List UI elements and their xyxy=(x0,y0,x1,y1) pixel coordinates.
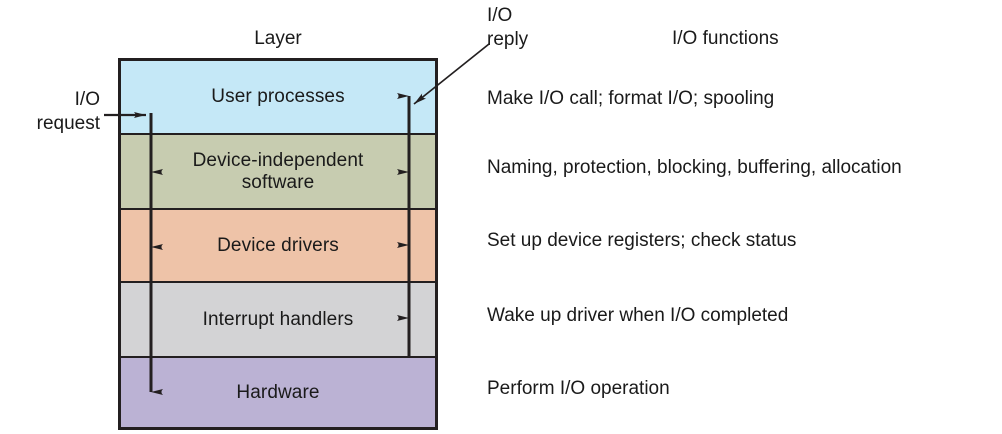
layer-column-header: Layer xyxy=(254,28,302,49)
layer-label-user-processes: User processes xyxy=(211,86,345,108)
io-request-label-line2: request xyxy=(36,112,100,134)
layer-label-device-independent-software: Device-independent software xyxy=(193,150,364,194)
io-function-interrupt-handlers: Wake up driver when I/O completed xyxy=(487,305,789,326)
layer-box-device-drivers: Device drivers xyxy=(121,208,435,281)
layer-label-hardware: Hardware xyxy=(236,381,320,403)
layer-stack: User processes Device-independent softwa… xyxy=(118,58,438,430)
io-functions-column-header: I/O functions xyxy=(672,28,779,49)
io-function-user-processes: Make I/O call; format I/O; spooling xyxy=(487,88,775,109)
layer-box-user-processes: User processes xyxy=(121,61,435,133)
io-request-label-line1: I/O xyxy=(74,89,100,110)
io-request-label: I/O request xyxy=(8,88,100,136)
layer-box-hardware: Hardware xyxy=(121,356,435,427)
io-reply-label-line1: I/O xyxy=(487,5,513,26)
io-function-device-drivers: Set up device registers; check status xyxy=(487,230,797,251)
layer-label-interrupt-handlers: Interrupt handlers xyxy=(202,308,354,330)
layer-label-line2: software xyxy=(241,171,315,193)
io-function-hardware: Perform I/O operation xyxy=(487,378,670,399)
layer-label-device-drivers: Device drivers xyxy=(217,234,339,256)
io-reply-label: I/O reply xyxy=(487,4,528,52)
layer-box-interrupt-handlers: Interrupt handlers xyxy=(121,281,435,356)
io-function-device-independent-software: Naming, protection, blocking, buffering,… xyxy=(487,157,902,178)
io-reply-label-line2: reply xyxy=(487,28,529,50)
layer-box-device-independent-software: Device-independent software xyxy=(121,133,435,208)
layer-label-line1: Device-independent xyxy=(192,149,364,171)
